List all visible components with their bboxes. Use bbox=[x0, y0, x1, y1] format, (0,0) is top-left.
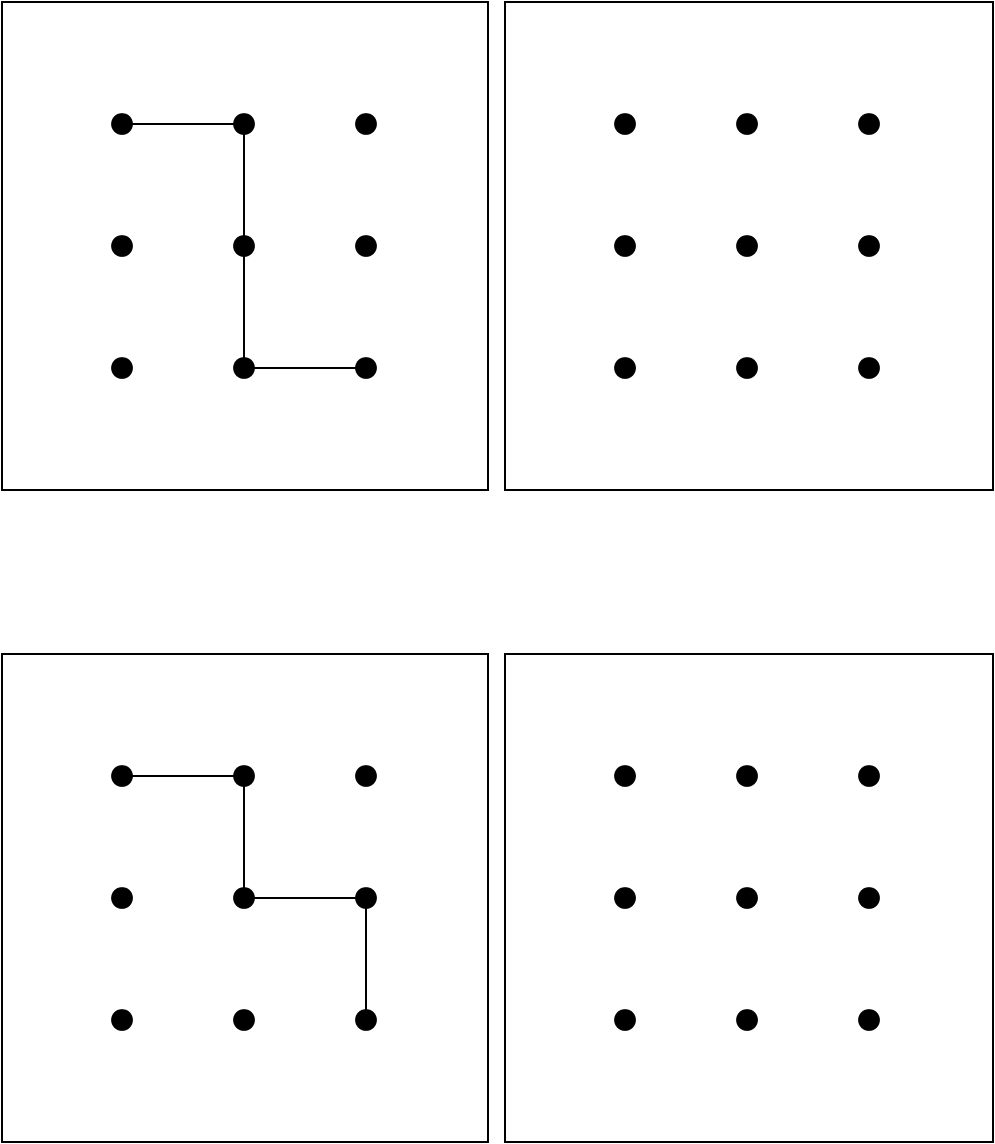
grid-dot bbox=[233, 887, 255, 909]
grid-dot bbox=[736, 113, 758, 135]
grid-dot bbox=[111, 113, 133, 135]
grid-dot bbox=[736, 235, 758, 257]
grid-dot bbox=[858, 357, 880, 379]
grid-dot bbox=[355, 887, 377, 909]
grid-dot bbox=[111, 887, 133, 909]
grid-dot bbox=[614, 235, 636, 257]
grid-dot bbox=[614, 113, 636, 135]
panel-top-left bbox=[1, 1, 489, 491]
panel-top-right bbox=[504, 1, 994, 491]
grid-dot bbox=[233, 113, 255, 135]
dot-grid-bottom-right bbox=[614, 765, 880, 1031]
grid-dot bbox=[355, 765, 377, 787]
grid-dot bbox=[614, 887, 636, 909]
dot-grid-top-left bbox=[111, 113, 377, 379]
grid-dot bbox=[858, 887, 880, 909]
grid-dot bbox=[111, 765, 133, 787]
panel-bottom-right bbox=[504, 653, 994, 1143]
grid-dot bbox=[355, 1009, 377, 1031]
grid-dot bbox=[233, 235, 255, 257]
grid-dot bbox=[233, 765, 255, 787]
grid-dot bbox=[233, 357, 255, 379]
grid-dot bbox=[614, 357, 636, 379]
grid-dot bbox=[858, 765, 880, 787]
grid-dot bbox=[355, 235, 377, 257]
grid-dot bbox=[355, 113, 377, 135]
grid-dot bbox=[614, 765, 636, 787]
grid-dot bbox=[736, 1009, 758, 1031]
grid-dot bbox=[858, 235, 880, 257]
grid-dot bbox=[858, 1009, 880, 1031]
grid-dot bbox=[355, 357, 377, 379]
dot-grid-bottom-left bbox=[111, 765, 377, 1031]
grid-dot bbox=[111, 235, 133, 257]
grid-dot bbox=[111, 1009, 133, 1031]
panel-bottom-left bbox=[1, 653, 489, 1143]
grid-dot bbox=[858, 113, 880, 135]
grid-dot bbox=[736, 357, 758, 379]
dot-grid-top-right bbox=[614, 113, 880, 379]
grid-dot bbox=[736, 765, 758, 787]
grid-dot bbox=[614, 1009, 636, 1031]
grid-dot bbox=[111, 357, 133, 379]
grid-dot bbox=[736, 887, 758, 909]
grid-dot bbox=[233, 1009, 255, 1031]
